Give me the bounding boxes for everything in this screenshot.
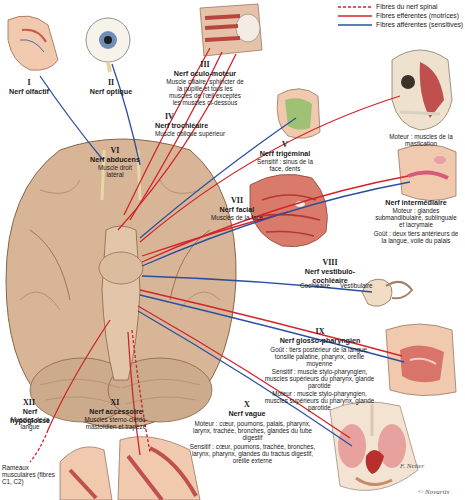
legend-text: Fibres efférentes (motrices): [376, 12, 459, 19]
function-note: Muscle droit latéral: [90, 164, 140, 178]
nerve-number: XI: [100, 398, 130, 407]
function-note: Moteur : glandes submandibulaire, sublin…: [372, 207, 460, 228]
skull-vignette: [392, 50, 452, 130]
branch-note: Rameaux musculaires (fibres C1, C2): [2, 464, 58, 485]
artist-signature: F. Netter: [400, 462, 450, 470]
nerve-name: Nerf optique: [88, 87, 134, 96]
nerve-number: VIII: [315, 258, 345, 267]
function-note: Goût : tiers postérieur de la langue, to…: [262, 346, 377, 367]
nerve-number: V: [270, 140, 300, 149]
nerve-number: I: [14, 78, 44, 87]
nerve-name: Nerf accessoire: [82, 407, 150, 416]
function-note: Sensitif : cœur, poumons, trachée, bronc…: [185, 443, 320, 464]
neck-vignette: [60, 437, 200, 500]
copyright-note: © Novartis: [418, 488, 464, 496]
function-note: Sensitif : muscle stylo-pharyngien, musc…: [262, 368, 377, 389]
face-sensory-vignette: [277, 89, 320, 139]
nerve-number: II: [96, 78, 126, 87]
function-note: Muscle ciliaire, sphincter de la pupille…: [165, 78, 245, 106]
function-note: Moteur : muscle stylo-pharyngien, muscle…: [262, 390, 377, 411]
nerve-name: Nerf trigéminal: [252, 149, 318, 158]
nerve-number: X: [232, 400, 262, 409]
brain-base: [6, 139, 236, 428]
legend-line-sample: [338, 22, 372, 28]
function-note: Sensitif : sinus de la face, dents: [252, 158, 318, 172]
branch-name: Cochléaire: [300, 282, 340, 289]
nerve-number: XII: [14, 398, 44, 407]
function-note: Goût : deux tiers antérieurs de la langu…: [372, 230, 460, 244]
facial-muscles-vignette: [250, 174, 327, 246]
branch-name: Vestibulaire: [340, 282, 380, 289]
eye-vignette: [86, 18, 130, 72]
legend-row: Fibres afférentes (sensitives): [338, 21, 463, 28]
nerve-number: VII: [222, 196, 252, 205]
nerve-name: Nerf vague: [212, 409, 282, 418]
nerve-number: III: [190, 60, 220, 69]
nerve-name: Nerf olfactif: [8, 87, 50, 96]
function-note: Muscles de la langue: [8, 416, 52, 430]
function-note: Muscles sterno-cléido-mastoïdien et trap…: [72, 416, 160, 430]
nerve-name: Nerf glosso-pharyngien: [270, 336, 370, 345]
nerve-name: Nerf facial: [205, 205, 269, 214]
nerve-number: VI: [100, 146, 130, 155]
nerve-fibres: [30, 48, 410, 462]
nerve-name: Nerf oculo-moteur: [165, 69, 245, 78]
nose-vignette: [8, 16, 58, 70]
function-note: Muscles de la face: [205, 214, 269, 221]
nerve-name: Nerf intermédiaire: [372, 198, 460, 207]
legend-line-sample: [338, 4, 372, 10]
function-note: Moteur : muscles de la mastication: [385, 133, 457, 147]
nerve-number: IX: [305, 327, 335, 336]
glands-vignette: [398, 144, 456, 200]
legend-text: Fibres afférentes (sensitives): [376, 21, 463, 28]
legend-text: Fibres du nerf spinal: [376, 3, 438, 10]
legend-row: Fibres efférentes (motrices): [338, 12, 459, 19]
thoracic-organs-vignette: [330, 402, 418, 491]
legend-line-sample: [338, 13, 372, 19]
nerve-name: Nerf trochléaire: [155, 121, 225, 130]
function-note: Moteur : cœur, poumons, palais, pharynx,…: [185, 420, 320, 441]
function-note: Muscle oblique supérieur: [155, 130, 235, 137]
nerve-number: IV: [165, 112, 195, 121]
legend-row: Fibres du nerf spinal: [338, 3, 438, 10]
nerve-name: Nerf abducens: [82, 155, 148, 164]
